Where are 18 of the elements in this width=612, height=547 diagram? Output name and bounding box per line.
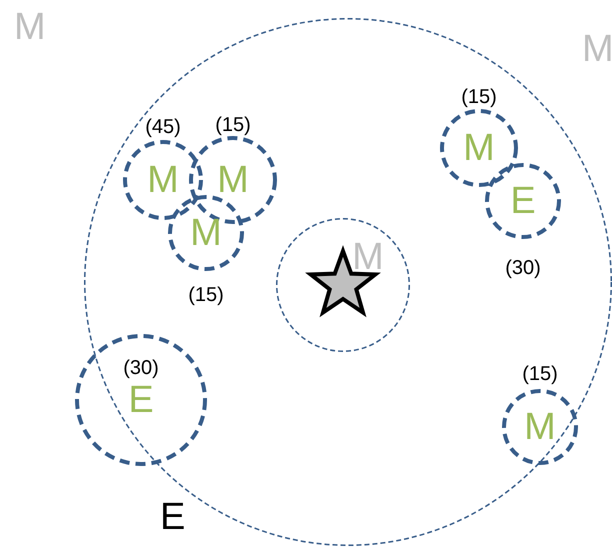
- circle-letter: M: [352, 238, 384, 276]
- region-letter: M: [14, 8, 46, 46]
- circle-letter: E: [510, 182, 536, 220]
- circle-letter: M: [147, 161, 179, 199]
- circle-letter: M: [524, 408, 556, 446]
- weight-label: (30): [123, 358, 159, 378]
- weight-label: (15): [461, 87, 497, 107]
- weight-label: (15): [215, 115, 251, 135]
- circle-letter: E: [128, 381, 154, 419]
- region-letter: M: [582, 30, 612, 68]
- weight-label: (30): [505, 258, 541, 278]
- circle-letter: M: [217, 161, 249, 199]
- circle-letter: M: [190, 214, 222, 252]
- weight-label: (15): [522, 364, 558, 384]
- region-letter: E: [160, 498, 186, 536]
- circle-letter: M: [463, 129, 495, 167]
- weight-label: (45): [145, 117, 181, 137]
- weight-label: (15): [188, 285, 224, 305]
